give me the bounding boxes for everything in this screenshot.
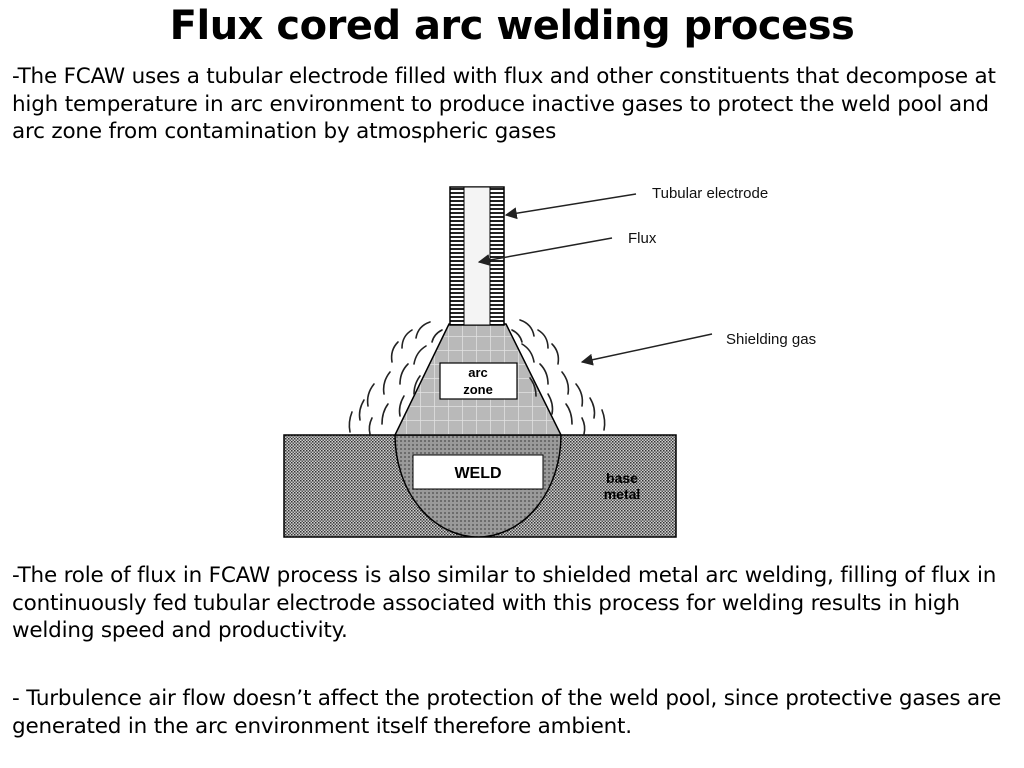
flux-role-paragraph: -The role of flux in FCAW process is als… — [12, 563, 997, 643]
shielding-gas-arrow — [580, 333, 713, 366]
arc-zone-label-1: arc — [468, 365, 488, 380]
flux-label: Flux — [628, 230, 657, 247]
arc-zone-label-2: zone — [463, 382, 493, 397]
weld-label: WELD — [454, 465, 501, 482]
turbulence-paragraph: - Turbulence air flow doesn’t affect the… — [12, 686, 1002, 739]
tubular-electrode-arrow — [504, 193, 637, 220]
page-title: Flux cored arc welding process — [169, 3, 855, 49]
base-metal-label-1: base — [606, 470, 638, 486]
tubular-electrode-label: Tubular electrode — [652, 185, 768, 202]
flux-core — [463, 186, 491, 326]
shielding-gas-label: Shielding gas — [726, 331, 816, 348]
base-metal-label-2: metal — [604, 486, 641, 502]
fcaw-diagram: arc zone WELD base metal — [283, 185, 816, 538]
arc-zone-box — [439, 362, 518, 400]
weld-box — [412, 454, 544, 490]
flux-arrow — [477, 237, 613, 266]
intro-paragraph: -The FCAW uses a tubular electrode fille… — [12, 64, 996, 144]
shielding-gas-swirls — [348, 319, 606, 435]
